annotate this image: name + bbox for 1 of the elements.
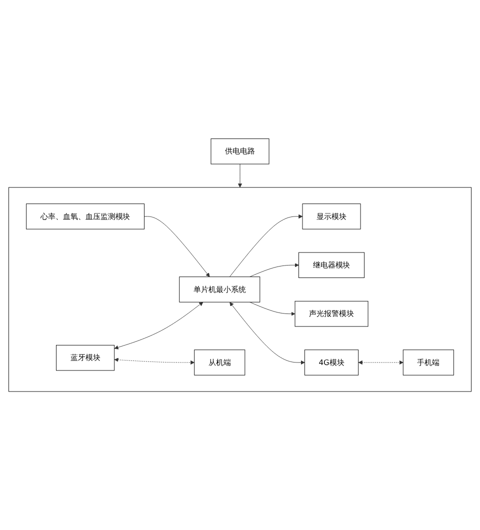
cluster [8,187,472,392]
